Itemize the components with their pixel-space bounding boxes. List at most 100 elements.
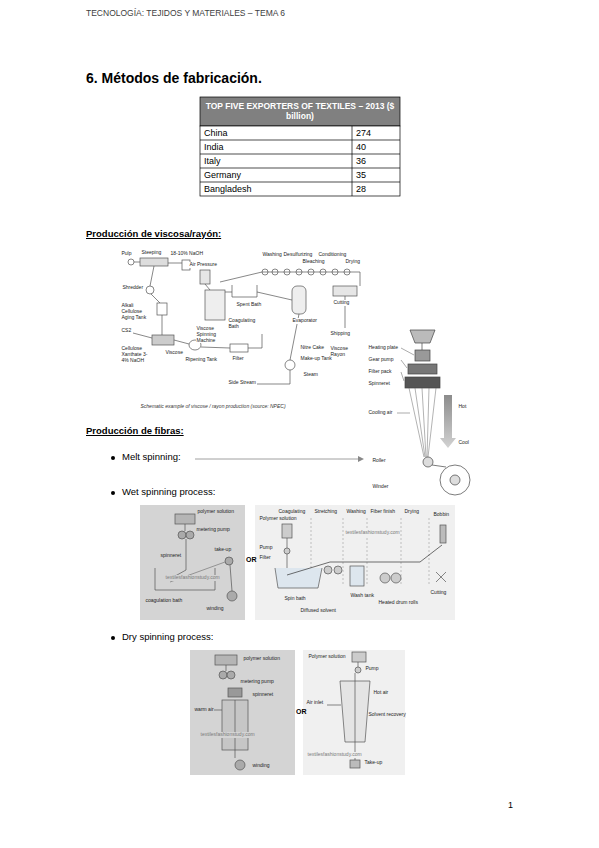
drawing-line	[355, 673, 356, 760]
drawing-circle	[296, 269, 302, 275]
drawing-circle	[227, 591, 237, 601]
diagram-label: Filter	[259, 555, 271, 561]
diagram-label: winding	[252, 763, 270, 769]
drawing-rect	[352, 652, 366, 662]
diagram-label: Air inlet	[306, 700, 324, 706]
drawing-circle	[320, 269, 326, 275]
diagram-label: Steeping	[141, 250, 162, 256]
drawing-path	[257, 292, 292, 300]
diagram-label: Evaporator	[292, 318, 317, 324]
diagram-label: Drying	[404, 509, 419, 515]
diagram-label: Spent Bath	[236, 302, 262, 308]
drawing-circle	[284, 269, 290, 275]
pointer-arrow	[195, 456, 364, 462]
drawing-rect	[282, 524, 292, 538]
diagram-label: Viscose	[165, 350, 183, 356]
drawing-rect	[415, 350, 430, 361]
drawing-line	[200, 154, 400, 155]
diagram-label: Hot air	[373, 690, 389, 696]
drawing-circle	[308, 269, 314, 275]
watermark: textilesfashionstudy.com	[307, 752, 362, 758]
melt-spinning-figure	[397, 330, 470, 495]
diagram-label: Viscose Spinning Machine	[196, 326, 225, 343]
drawing-path	[415, 388, 425, 457]
drawing-polygon	[358, 456, 364, 462]
table-cell: China	[204, 128, 228, 138]
diagram-label: Bobbin	[433, 512, 450, 518]
drawing-circle	[186, 531, 194, 539]
page-title: 6. Métodos de fabricación.	[86, 70, 262, 86]
diagram-label: warm air	[194, 707, 214, 713]
drawing-circle	[111, 636, 115, 640]
drawing-rect	[408, 364, 437, 374]
diagram-label: Coagulating	[278, 509, 306, 515]
drawing-path	[440, 395, 456, 448]
drawing-rect	[200, 126, 400, 196]
drawing-circle	[225, 557, 233, 565]
diagram-label: Gear pump	[368, 357, 394, 363]
bullet-text: Melt spinning:	[122, 452, 181, 463]
drawing-rect	[152, 335, 174, 345]
drawing-path	[436, 572, 446, 582]
or-label: OR	[296, 708, 307, 716]
diagram-label: Filter	[232, 356, 244, 362]
or-label: OR	[246, 556, 257, 564]
drawing-line	[401, 372, 404, 381]
drawing-path	[287, 545, 442, 575]
drawing-circle	[262, 269, 268, 275]
drawing-line	[200, 182, 400, 183]
diagram-label: Washing	[262, 252, 282, 258]
drawing-path	[205, 284, 210, 290]
drawing-rect	[440, 525, 446, 543]
drawing-rect	[215, 655, 237, 665]
diagram-label: Stretching	[314, 509, 338, 515]
drawing-rect	[200, 97, 400, 126]
table-cell: Germany	[204, 170, 241, 180]
diagram-label: Heated drum rolls	[378, 600, 418, 606]
diagram-label: Cellulose Xanthate 3-4% NaOH	[121, 346, 152, 363]
drawing-circle	[178, 531, 186, 539]
diagram-label: Washing	[346, 509, 366, 515]
table-header: TOP FIVE EXPORTERS OF TEXTILES – 2013 ($…	[201, 102, 399, 122]
drawing-line	[200, 140, 400, 141]
drawing-line	[397, 413, 410, 414]
diagram-label: Drying	[345, 259, 360, 265]
drawing-rect	[230, 344, 248, 352]
drawing-line	[195, 459, 358, 460]
diagram-label: Heating plate	[368, 345, 398, 351]
drawing-line	[422, 343, 423, 350]
drawing-line	[287, 538, 288, 548]
drawing-path	[409, 388, 424, 457]
drawing-circle	[334, 566, 342, 574]
page-number: 1	[508, 800, 513, 810]
diagram-label: Hot	[458, 404, 467, 410]
diagram-label: Pump	[259, 545, 273, 551]
drawing-circle	[272, 269, 278, 275]
diagram-label: Cool	[458, 440, 469, 446]
drawing-circle	[450, 475, 460, 485]
diagram-label: Take-up	[364, 760, 383, 766]
drawing-circle	[324, 566, 332, 574]
diagram-label: Pulp	[121, 251, 132, 257]
drawing-circle	[285, 360, 295, 370]
drawing-circle	[219, 671, 227, 679]
drawing-line	[185, 524, 186, 531]
watermark: textilesfashionstudy.com	[345, 530, 400, 536]
drawing-rect	[405, 377, 440, 388]
wet-spinning-photo	[140, 505, 245, 620]
drawing-circle	[111, 456, 115, 460]
diagram-label: Wash tank	[350, 593, 374, 599]
drawing-line	[343, 518, 344, 585]
drawing-rect	[205, 290, 225, 320]
diagram-label: Cooling air	[368, 410, 393, 416]
diagram-label: metering pump	[240, 679, 274, 685]
drawing-line	[367, 518, 368, 585]
diagram-label: Shipping	[330, 331, 350, 337]
drawing-path	[151, 294, 160, 303]
diagram-label: Ripening Tank	[185, 357, 218, 363]
diagram-label: Alkali Cellulose Aging Tank	[121, 303, 154, 320]
diagram-label: Shredder	[122, 285, 144, 291]
page-header: TECNOLOGÍA: TEJIDOS Y MATERIALES – TEMA …	[86, 9, 285, 19]
